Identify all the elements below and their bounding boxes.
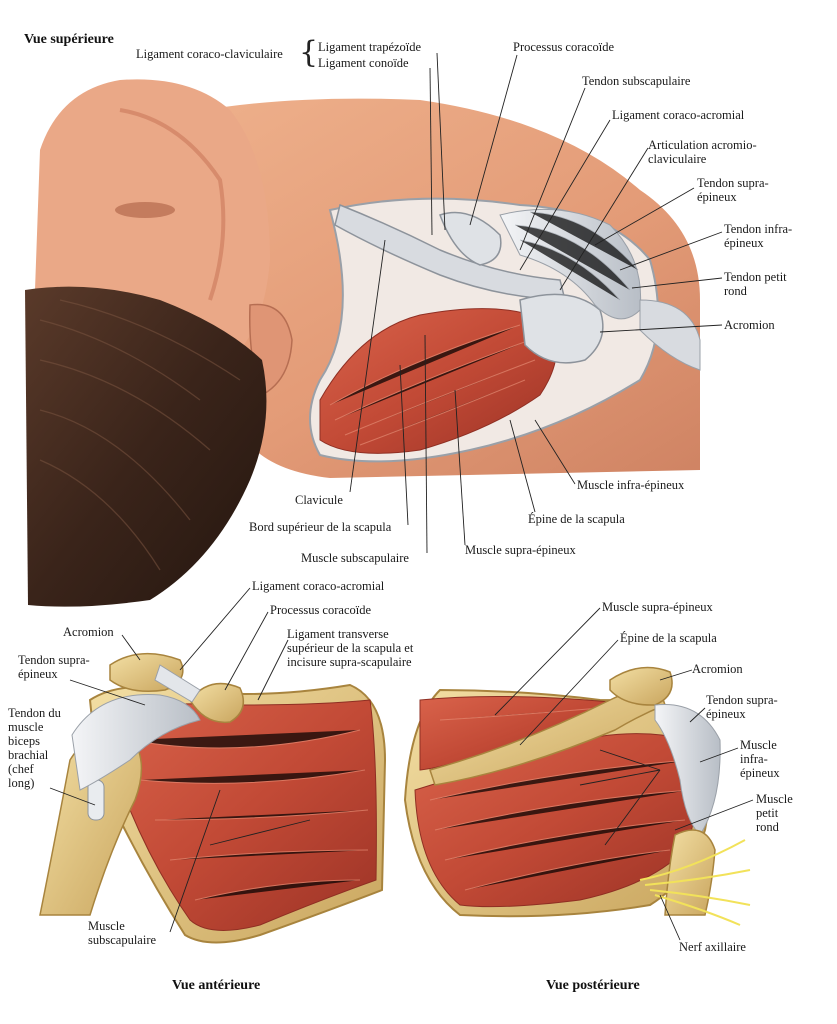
label-posterior-teres-minor-line2: petit xyxy=(756,806,779,820)
label-anterior-coracoid: Processus coracoïde xyxy=(270,603,372,617)
face-shadow xyxy=(119,108,226,301)
label-posterior-infraspinatus-line2: infra- xyxy=(740,752,768,766)
label-infraspinatus-tendon-line2: épineux xyxy=(724,236,764,250)
label-anterior-coraco-acromial: Ligament coraco-acromial xyxy=(252,579,385,593)
label-posterior-supraspinatus-tendon-line2: épineux xyxy=(706,707,746,721)
label-posterior-acromion: Acromion xyxy=(692,662,743,676)
axillary-nerve xyxy=(639,839,751,926)
label-infraspinatus-tendon-line1: Tendon infra- xyxy=(724,222,793,236)
label-subscapular-tendon: Tendon subscapulaire xyxy=(582,74,691,88)
label-teres-minor-tendon-line1: Tendon petit xyxy=(724,270,787,284)
label-anterior-subscapular-line2: subscapulaire xyxy=(88,933,157,947)
biceps-tendon xyxy=(87,779,105,821)
view-title-anterior: Vue antérieure xyxy=(172,978,261,993)
leader-lines xyxy=(49,52,754,941)
label-biceps-line2: muscle xyxy=(8,720,44,734)
label-coraco-clavicular-ligament: Ligament coraco-claviculaire xyxy=(136,47,283,61)
anterior-coraco-acromial-ligament xyxy=(154,664,201,703)
label-infraspinatus-muscle: Muscle infra-épineux xyxy=(577,478,685,492)
label-acromioclavicular-joint-line2: claviculaire xyxy=(648,152,707,166)
label-biceps-line4: brachial xyxy=(8,748,49,762)
posterior-view-illustration xyxy=(403,666,751,926)
label-anterior-transverse-line1: Ligament transverse xyxy=(287,627,389,641)
label-superior-border-scapula: Bord supérieur de la scapula xyxy=(249,520,392,534)
hair-strands xyxy=(39,299,241,571)
acromion-bone xyxy=(519,293,604,364)
anterior-subscapularis-muscle xyxy=(104,699,377,931)
upper-arm-skin xyxy=(639,299,701,371)
superior-view-illustration xyxy=(25,79,701,607)
label-biceps-line6: long) xyxy=(8,776,35,790)
label-axillary-nerve: Nerf axillaire xyxy=(679,940,746,954)
label-posterior-infraspinatus-line3: épineux xyxy=(740,766,780,780)
label-posterior-infraspinatus-line1: Muscle xyxy=(740,738,777,752)
label-supraspinatus-tendon-line2: épineux xyxy=(697,190,737,204)
label-biceps-line1: Tendon du xyxy=(8,706,61,720)
anterior-view-illustration xyxy=(39,652,387,944)
label-posterior-supraspinatus-tendon-line1: Tendon supra- xyxy=(706,693,778,707)
anterior-coracoid-process xyxy=(189,682,245,724)
coracoid-process xyxy=(439,211,502,266)
label-acromion-top: Acromion xyxy=(724,318,775,332)
label-anterior-supraspinatus-tendon-line1: Tendon supra- xyxy=(18,653,90,667)
label-posterior-teres-minor-line3: rond xyxy=(756,820,779,834)
label-trapezoid-ligament: Ligament trapézoïde xyxy=(318,40,422,54)
label-conoid-ligament: Ligament conoïde xyxy=(318,56,409,70)
label-posterior-teres-minor-line1: Muscle xyxy=(756,792,793,806)
muscle-fibers-posterior xyxy=(429,707,691,891)
view-title-posterior: Vue postérieure xyxy=(546,978,640,993)
label-teres-minor-tendon-line2: rond xyxy=(724,284,747,298)
label-anterior-subscapular-line1: Muscle xyxy=(88,919,125,933)
label-anterior-acromion: Acromion xyxy=(63,625,114,639)
label-coraco-acromial-ligament: Ligament coraco-acromial xyxy=(612,108,745,122)
muscle-fibers-anterior xyxy=(129,729,369,901)
closed-eye xyxy=(115,202,175,218)
label-anterior-transverse-line2: supérieur de la scapula et xyxy=(287,641,414,655)
label-subscapular-muscle-top: Muscle subscapulaire xyxy=(301,551,409,565)
brace-symbol: { xyxy=(299,35,319,70)
label-acromioclavicular-joint-line1: Articulation acromio- xyxy=(648,138,757,152)
label-clavicle: Clavicule xyxy=(295,493,343,507)
hair xyxy=(25,286,267,607)
label-biceps-line3: biceps xyxy=(8,734,40,748)
posterior-acromion-bone xyxy=(609,666,673,706)
label-biceps-line5: (chef xyxy=(8,762,34,776)
label-anterior-supraspinatus-tendon-line2: épineux xyxy=(18,667,58,681)
label-anterior-transverse-line3: incisure supra-scapulaire xyxy=(287,655,412,669)
label-posterior-scapular-spine: Épine de la scapula xyxy=(620,631,717,645)
label-supraspinatus-muscle-top: Muscle supra-épineux xyxy=(465,543,576,557)
view-title-superior: Vue supérieure xyxy=(24,32,114,47)
label-supraspinatus-tendon-line1: Tendon supra- xyxy=(697,176,769,190)
anterior-supraspinatus-tendon xyxy=(71,694,201,791)
label-posterior-supraspinatus-muscle: Muscle supra-épineux xyxy=(602,600,713,614)
label-scapular-spine-top: Épine de la scapula xyxy=(528,512,625,526)
label-coracoid-process: Processus coracoïde xyxy=(513,40,615,54)
